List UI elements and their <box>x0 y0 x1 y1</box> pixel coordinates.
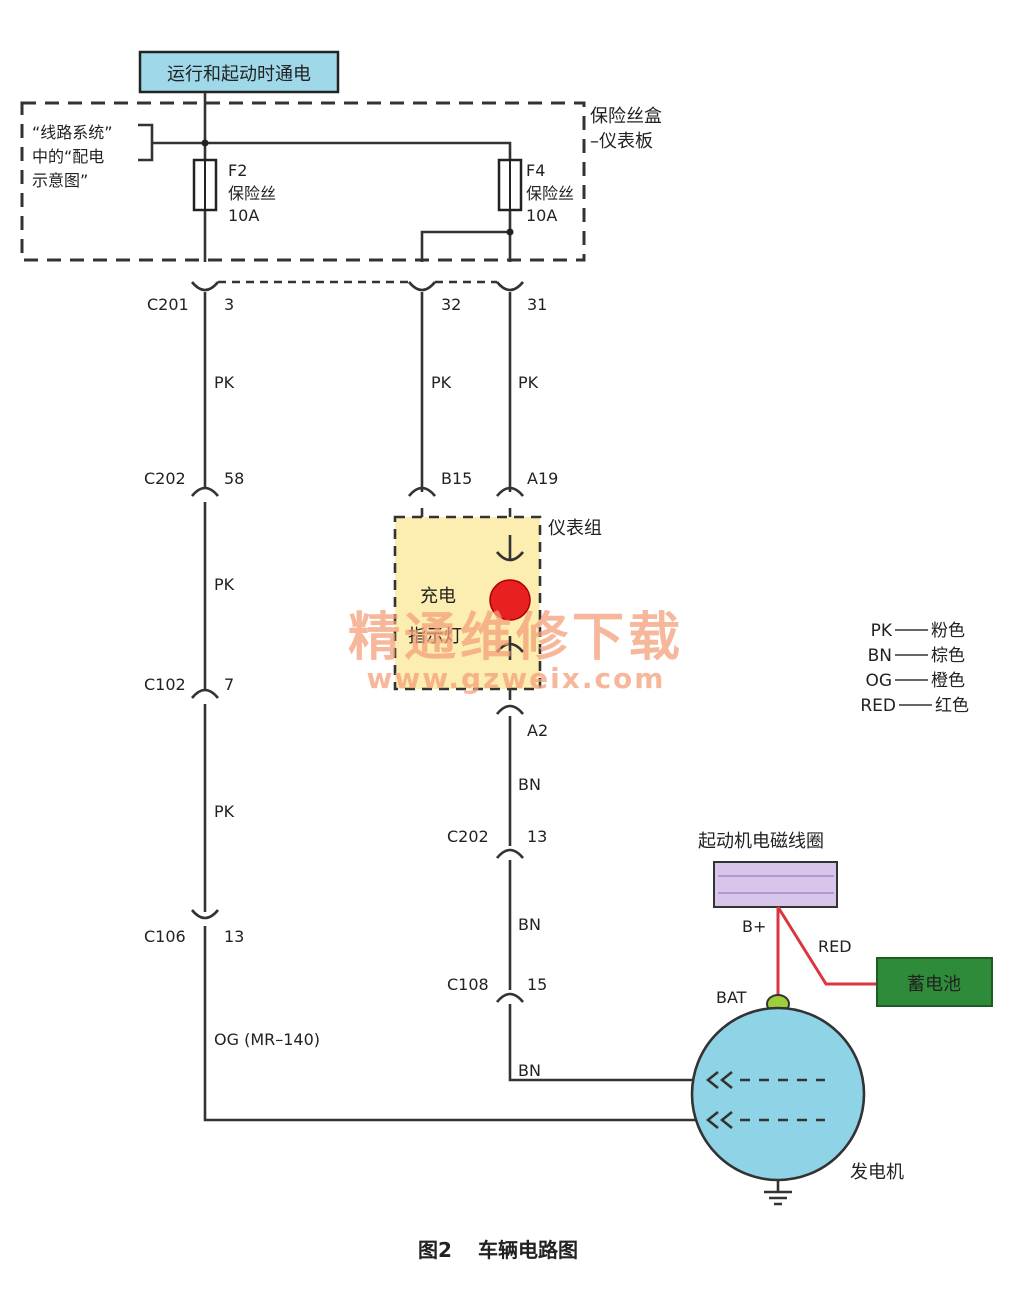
legend-meaning: 红色 <box>935 696 969 716</box>
fuse-box-outline <box>20 101 586 262</box>
connector-a2 <box>495 704 525 715</box>
fuse-f2-id: F2 <box>228 161 247 180</box>
wire-mid <box>420 292 510 537</box>
connector-c202-right <box>495 486 525 497</box>
connector-c108-name: C108 <box>447 975 489 994</box>
wire-left-3-color: PK <box>214 802 235 821</box>
connector-c201-pin-left: 3 <box>224 295 234 314</box>
legend-code: RED <box>860 696 896 716</box>
connector-c201-mid <box>407 281 437 292</box>
generator-terminal: BAT <box>716 988 747 1007</box>
wire-left-4-color: OG (MR–140) <box>214 1030 320 1049</box>
generator <box>690 1006 866 1182</box>
connector-c201-pin-mid: 32 <box>441 295 461 314</box>
connector-c106 <box>190 909 220 920</box>
starter-solenoid <box>713 861 838 908</box>
connector-c202b-name: C202 <box>447 827 489 846</box>
connector-c202b-pin: 13 <box>527 827 547 846</box>
connector-c202-bottom <box>495 848 525 859</box>
wire-left-1-color: PK <box>214 373 235 392</box>
connector-c202-left <box>190 486 220 497</box>
starter-label: 起动机电磁线圈 <box>698 831 824 852</box>
wire-right-3-color: BN <box>518 915 541 934</box>
instrument-cluster-label: 仪表组 <box>548 518 602 539</box>
power-box-label: 运行和起动时通电 <box>167 64 311 85</box>
legend-meaning: 粉色 <box>931 621 965 641</box>
splice-dot <box>201 139 209 147</box>
starter-terminal: B+ <box>742 917 766 936</box>
fuse-f4-id: F4 <box>526 161 545 180</box>
fuse-f4-type: 保险丝 <box>526 184 574 203</box>
connector-c106-name: C106 <box>144 927 186 946</box>
connector-c202-pin-right: A19 <box>527 469 558 488</box>
wire-bus-to-f4 <box>152 141 512 262</box>
fuse-box-ref-3: 示意图” <box>32 171 88 190</box>
connector-c106-pin: 13 <box>224 927 244 946</box>
wire-left-2-color: PK <box>214 575 235 594</box>
legend: PK 粉色 BN 棕色 OG 橙色 RED 红色 <box>860 621 969 716</box>
wire-mid-branch <box>420 230 510 262</box>
generator-input-1 <box>705 1070 733 1090</box>
connector-c108-pin: 15 <box>527 975 547 994</box>
wire-right-4-color: BN <box>518 1061 541 1080</box>
connector-c202-mid <box>407 486 437 497</box>
fuse-f2-rating: 10A <box>228 206 259 225</box>
charge-indicator-lamp <box>489 579 531 621</box>
wire-battery-color: RED <box>818 937 852 956</box>
figure-caption-number: 图2 <box>418 1238 452 1262</box>
figure-caption-title: 车辆电路图 <box>478 1238 578 1262</box>
reference-bracket <box>138 123 154 162</box>
connector-c202-pin-mid: B15 <box>441 469 472 488</box>
power-box <box>138 50 340 94</box>
connector-c201-pin-right: 31 <box>527 295 547 314</box>
charge-lamp-label-2: 指示灯 <box>408 626 462 647</box>
fuse-box-label-1: 保险丝盒 <box>590 106 662 127</box>
connector-c202-name: C202 <box>144 469 186 488</box>
wire-right-1-color: PK <box>518 373 539 392</box>
legend-code: PK <box>871 621 893 641</box>
watermark-title: 精通维修下载 <box>348 608 684 668</box>
fuse-box-ref-1: “线路系统” <box>32 123 113 142</box>
connector-c102-name: C102 <box>144 675 186 694</box>
ground-symbol <box>764 1180 792 1206</box>
legend-code: BN <box>868 646 892 666</box>
wire-mid-1-color: PK <box>431 373 452 392</box>
legend-meaning: 棕色 <box>931 646 965 666</box>
legend-meaning: 橙色 <box>931 671 965 691</box>
fuse-f4-rating: 10A <box>526 206 557 225</box>
fuse-f2-type: 保险丝 <box>228 184 276 203</box>
connector-c108 <box>495 992 525 1003</box>
connector-c202-pin-left: 58 <box>224 469 244 488</box>
fuse-box-ref-2: 中的“配电 <box>32 147 104 166</box>
generator-label: 发电机 <box>850 1162 904 1183</box>
wire-left-main <box>203 292 700 1122</box>
battery-label: 蓄电池 <box>907 974 961 995</box>
wire-right-2-color: BN <box>518 775 541 794</box>
connector-c201-left <box>190 281 220 292</box>
wire-red-battery <box>776 906 878 986</box>
charge-lamp-label-1: 充电 <box>420 586 456 607</box>
connector-a2-pin: A2 <box>527 721 548 740</box>
connector-c201-name: C201 <box>147 295 189 314</box>
connector-c102-pin: 7 <box>224 675 234 694</box>
watermark-url: www.gzweix.com <box>367 662 666 695</box>
connector-c102 <box>190 688 220 699</box>
battery-box <box>876 957 993 1007</box>
connector-c201-right <box>495 281 525 292</box>
splice-dot <box>506 228 514 236</box>
fuse-box-label-2: –仪表板 <box>590 131 653 152</box>
legend-code: OG <box>865 671 892 691</box>
generator-input-2 <box>705 1110 733 1130</box>
